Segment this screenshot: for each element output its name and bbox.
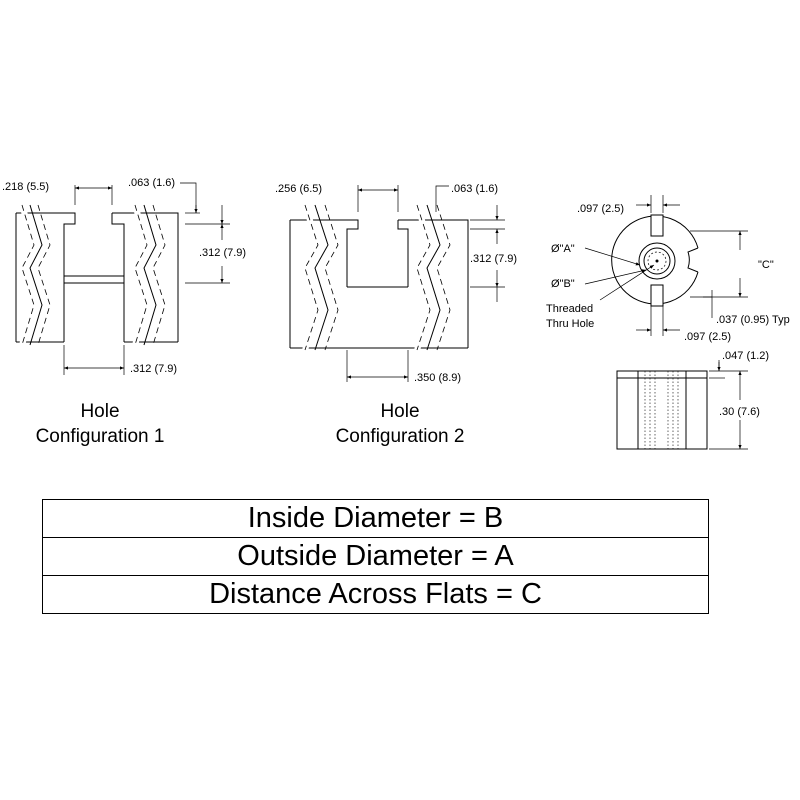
config1-caption-line1: Hole <box>80 401 119 422</box>
config2-drawing: .256 (6.5) .063 (1.6) .312 (7.9) .350 (8… <box>275 183 517 447</box>
legend-row-across-flats: Distance Across Flats = C <box>43 575 708 613</box>
top-view-dim-typ: .037 (0.95) Typ <box>716 314 790 326</box>
config1-dim-top-right: .063 (1.6) <box>128 177 175 189</box>
config1-dim-bottom: .312 (7.9) <box>130 363 177 375</box>
config2-dim-top-left: .256 (6.5) <box>275 183 322 195</box>
config2-dim-bottom: .350 (8.9) <box>414 372 461 384</box>
config2-dim-top-right: .063 (1.6) <box>451 183 498 195</box>
legend-row-inside-diameter: Inside Diameter = B <box>247 502 504 534</box>
label-across-flats: "C" <box>758 259 774 271</box>
config2-caption-line2: Configuration 2 <box>336 426 465 447</box>
nut-side-view: .047 (1.2) .30 (7.6) <box>616 350 769 450</box>
config2-caption-line1: Hole <box>380 401 419 422</box>
config1-caption-line2: Configuration 1 <box>36 426 165 447</box>
side-view-dim-top: .047 (1.2) <box>722 350 769 362</box>
top-view-dim-bottom: .097 (2.5) <box>684 331 731 343</box>
config2-dim-right: .312 (7.9) <box>470 253 517 265</box>
config1-dim-right: .312 (7.9) <box>199 247 246 259</box>
side-view-dim-height: .30 (7.6) <box>719 406 760 418</box>
legend-row-outside-diameter: Outside Diameter = A <box>43 537 708 575</box>
note-thru-hole: Thru Hole <box>546 318 594 330</box>
config1-dim-top-left: .218 (5.5) <box>2 181 49 193</box>
nut-top-view: .097 (2.5) Ø"A" Ø"B" "C" Threaded Thru H… <box>546 195 790 343</box>
label-inside-diameter: Ø"B" <box>551 278 575 290</box>
config1-drawing: .218 (5.5) .063 (1.6) .312 (7.9) .312 (7… <box>2 177 246 447</box>
legend-table: Inside Diameter = B Outside Diameter = A… <box>42 499 709 614</box>
note-threaded: Threaded <box>546 303 593 315</box>
label-outside-diameter: Ø"A" <box>551 243 575 255</box>
top-view-dim-top: .097 (2.5) <box>577 203 624 215</box>
